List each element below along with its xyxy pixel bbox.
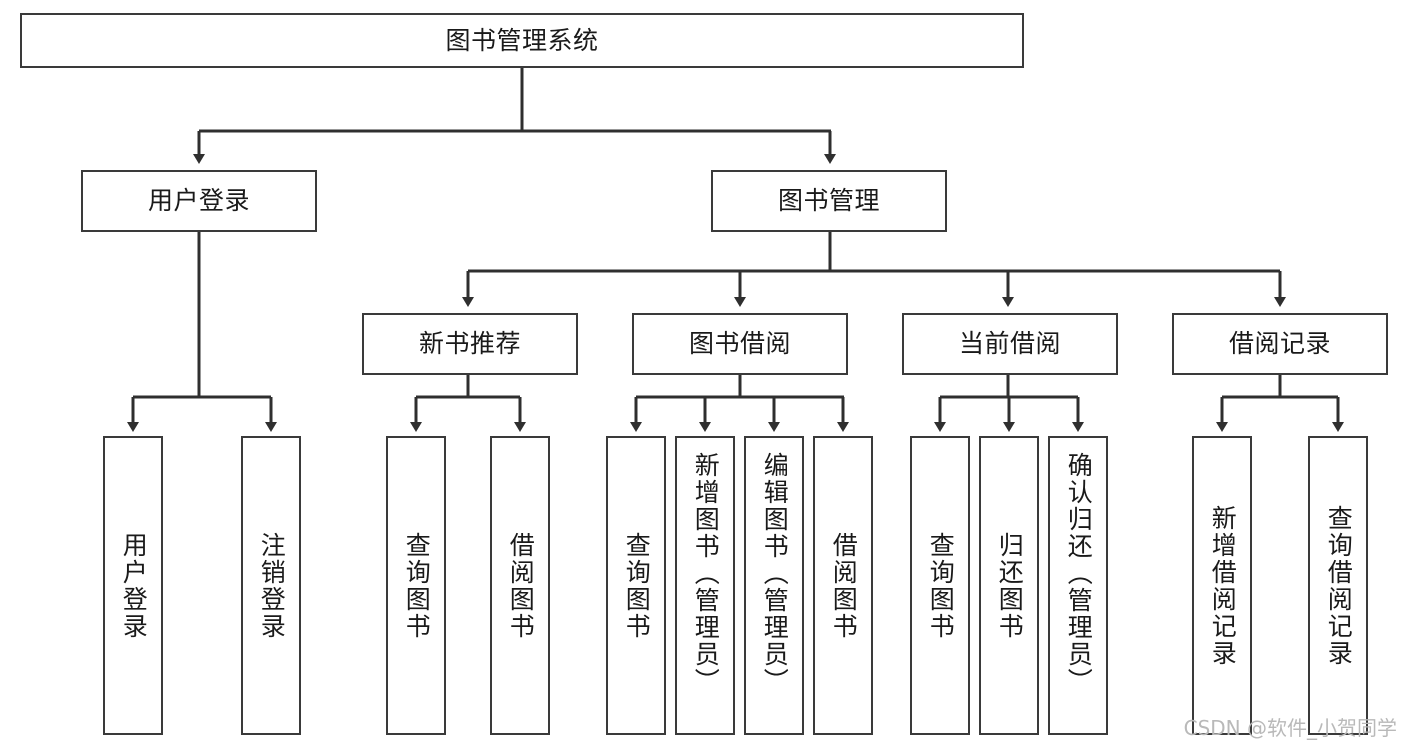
node-book-borrow-label: 图书借阅 xyxy=(688,329,791,358)
node-leaf-query-book-1[interactable]: 查询图书 xyxy=(386,436,446,735)
node-leaf-logout-login[interactable]: 注销登录 xyxy=(241,436,301,735)
node-user-login[interactable]: 用户登录 xyxy=(81,170,317,232)
node-leaf-confirm-return-label: 确认归还（管理员） xyxy=(1064,452,1094,695)
node-leaf-add-book-label: 新增图书（管理员） xyxy=(691,452,721,695)
node-leaf-user-login[interactable]: 用户登录 xyxy=(103,436,163,735)
node-leaf-borrow-book-1[interactable]: 借阅图书 xyxy=(490,436,550,735)
node-leaf-add-record[interactable]: 新增借阅记录 xyxy=(1192,436,1252,735)
watermark-text: CSDN @软件_小贺同学 xyxy=(1183,716,1397,740)
node-current-borrow-label: 当前借阅 xyxy=(958,329,1061,358)
node-leaf-query-book-2-label: 查询图书 xyxy=(622,531,652,640)
node-leaf-query-book-3[interactable]: 查询图书 xyxy=(910,436,970,735)
node-current-borrow[interactable]: 当前借阅 xyxy=(902,313,1118,375)
node-leaf-query-book-3-label: 查询图书 xyxy=(926,531,956,640)
node-leaf-query-book-1-label: 查询图书 xyxy=(402,531,432,640)
node-new-book-recommend-label: 新书推荐 xyxy=(418,329,521,358)
node-new-book-recommend[interactable]: 新书推荐 xyxy=(362,313,578,375)
node-leaf-borrow-book-2-label: 借阅图书 xyxy=(829,531,859,640)
node-leaf-return-book[interactable]: 归还图书 xyxy=(979,436,1039,735)
node-leaf-return-book-label: 归还图书 xyxy=(995,531,1025,640)
node-leaf-add-book[interactable]: 新增图书（管理员） xyxy=(675,436,735,735)
node-leaf-query-book-2[interactable]: 查询图书 xyxy=(606,436,666,735)
node-root-label: 图书管理系统 xyxy=(445,25,599,55)
node-book-management[interactable]: 图书管理 xyxy=(711,170,947,232)
node-leaf-add-record-label: 新增借阅记录 xyxy=(1208,504,1238,667)
node-borrow-record[interactable]: 借阅记录 xyxy=(1172,313,1388,375)
node-user-login-label: 用户登录 xyxy=(147,186,250,215)
node-leaf-edit-book[interactable]: 编辑图书（管理员） xyxy=(744,436,804,735)
node-leaf-confirm-return[interactable]: 确认归还（管理员） xyxy=(1048,436,1108,735)
node-leaf-query-record-label: 查询借阅记录 xyxy=(1324,504,1354,667)
node-leaf-borrow-book-1-label: 借阅图书 xyxy=(506,531,536,640)
node-leaf-borrow-book-2[interactable]: 借阅图书 xyxy=(813,436,873,735)
node-root[interactable]: 图书管理系统 xyxy=(20,13,1024,68)
node-leaf-user-login-label: 用户登录 xyxy=(119,531,149,640)
node-borrow-record-label: 借阅记录 xyxy=(1228,329,1331,358)
node-book-management-label: 图书管理 xyxy=(777,186,880,215)
node-leaf-logout-login-label: 注销登录 xyxy=(257,531,287,640)
node-book-borrow[interactable]: 图书借阅 xyxy=(632,313,848,375)
node-leaf-edit-book-label: 编辑图书（管理员） xyxy=(760,452,790,695)
node-leaf-query-record[interactable]: 查询借阅记录 xyxy=(1308,436,1368,735)
